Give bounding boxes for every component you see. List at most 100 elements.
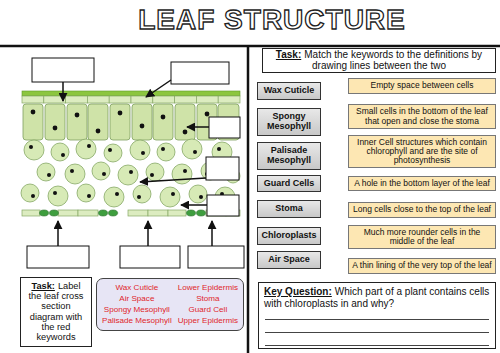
spongy-cell	[21, 184, 39, 202]
keyword-item: Lower Epidermis	[178, 283, 238, 293]
palisade-cell	[88, 104, 108, 140]
leader-arrow	[58, 80, 212, 246]
cell-nucleus	[31, 194, 35, 198]
definition-box: A thin lining of the very top of the lea…	[348, 258, 496, 273]
upper-epidermis	[109, 96, 131, 103]
upper-epidermis	[175, 96, 197, 103]
cell-nucleus	[199, 195, 203, 199]
wax-cuticle	[22, 91, 240, 96]
key-question-box: Key Question:Which part of a plant conta…	[258, 282, 496, 349]
leader-arrow	[181, 204, 207, 206]
keyword-box: Stoma	[257, 200, 321, 218]
cell-nucleus	[29, 145, 33, 149]
lower-epidermis	[22, 210, 40, 216]
spongy-cell	[130, 140, 150, 160]
keyword-box: Wax Cuticle	[257, 82, 321, 100]
definition-box: Long cells close to the top of the leaf	[348, 202, 496, 217]
spongy-cell	[104, 187, 124, 207]
definition-text: Small cells in the bottom of the leaf th…	[352, 107, 492, 125]
upper-epidermis	[87, 96, 109, 103]
keyword-item: Guard Cell	[178, 305, 238, 315]
spongy-cell	[65, 164, 85, 184]
cell-nucleus	[108, 148, 112, 152]
upper-epidermis	[66, 96, 88, 103]
cell-nucleus	[171, 192, 175, 196]
definition-box: Inner Cell structures which contain chlo…	[348, 135, 496, 169]
lower-epidermis	[78, 210, 98, 216]
page-title: LEAF STRUCTURE	[138, 4, 406, 36]
leader-arrow	[62, 82, 64, 101]
lower-epidermis	[168, 210, 186, 216]
keyword-text: Palisade Mesophyll	[260, 146, 318, 166]
palisade-cell	[175, 104, 195, 140]
leader-arrow	[140, 178, 206, 182]
spongy-cell	[172, 164, 192, 184]
cell-nucleus	[140, 124, 145, 129]
upper-epidermis	[218, 96, 240, 103]
spongy-cell	[182, 139, 202, 159]
cell-nucleus	[53, 126, 58, 131]
keyword-text: Spongy Mesophyll	[260, 112, 318, 132]
keyword-box: Spongy Mesophyll	[257, 108, 321, 136]
cell-nucleus	[115, 192, 119, 196]
guard-cell	[99, 210, 108, 216]
leader-arrow	[57, 221, 59, 246]
keyword-list-box: Wax CuticleAir SpaceSpongy MesophyllPali…	[96, 278, 244, 331]
keyword-item: Wax Cuticle	[102, 283, 172, 293]
keyword-box: Air Space	[257, 251, 321, 269]
palisade-cell	[23, 104, 239, 140]
divider-line	[247, 46, 250, 353]
cell-nucleus	[183, 130, 188, 135]
definition-box: Small cells in the bottom of the leaf th…	[348, 104, 496, 128]
spongy-cell	[37, 163, 55, 181]
upper-epidermis	[131, 96, 153, 103]
keyword-box: Chloroplasts	[257, 227, 321, 245]
cell-nucleus	[150, 173, 154, 177]
spongy-cell	[104, 144, 122, 162]
cell-nucleus	[87, 144, 91, 148]
upper-epidermis	[196, 96, 218, 103]
definition-box: Much more rounder cells in the middle of…	[348, 225, 496, 249]
definition-box: Empty space between cells	[348, 78, 496, 93]
spongy-cell	[133, 185, 151, 203]
answer-line	[265, 332, 489, 333]
cell-nucleus	[141, 151, 145, 155]
spongy-cell	[157, 143, 175, 161]
guard-cell	[40, 210, 49, 216]
spongy-cell	[146, 163, 164, 181]
keyword-text: Guard Cells	[260, 179, 318, 189]
definition-text: A thin lining of the very top of the lea…	[352, 261, 492, 270]
keyword-item: Air Space	[102, 294, 172, 304]
keyword-item: Stoma	[178, 294, 238, 304]
palisade-cell	[132, 104, 152, 140]
definition-text: Empty space between cells	[352, 81, 492, 90]
answer-line	[265, 319, 489, 320]
lower-epidermis	[128, 210, 148, 216]
cell-nucleus	[87, 194, 91, 198]
guard-cell	[197, 210, 206, 216]
task-box: Task:Match the keywords to the definitio…	[262, 48, 496, 73]
cell-nucleus	[193, 150, 197, 154]
answer-box	[207, 195, 239, 216]
cell-nucleus	[53, 191, 57, 195]
cell-nucleus	[75, 113, 80, 118]
keyword-text: Chloroplasts	[260, 231, 318, 241]
keyword-box: Guard Cells	[257, 175, 321, 193]
upper-epidermis	[153, 96, 175, 103]
leader-arrow	[211, 221, 213, 246]
leader-arrow	[146, 80, 171, 97]
keyword-text: Stoma	[260, 204, 318, 214]
palisade-cell	[23, 104, 43, 140]
task-box: Task:Label the leaf cross section diagra…	[20, 277, 92, 347]
lower-epidermis	[148, 210, 168, 216]
answer-box	[27, 58, 244, 268]
definition-text: Much more rounder cells in the middle of…	[352, 228, 492, 246]
answer-box	[209, 117, 240, 138]
task-heading: Key Question:	[264, 286, 332, 297]
answer-line	[265, 345, 489, 346]
task-text: Label the leaf cross section diagram wit…	[28, 281, 83, 342]
definition-box: A hole in the bottom layer of the leaf	[348, 176, 496, 191]
cell-nucleus	[29, 110, 230, 199]
answer-box	[188, 246, 244, 268]
